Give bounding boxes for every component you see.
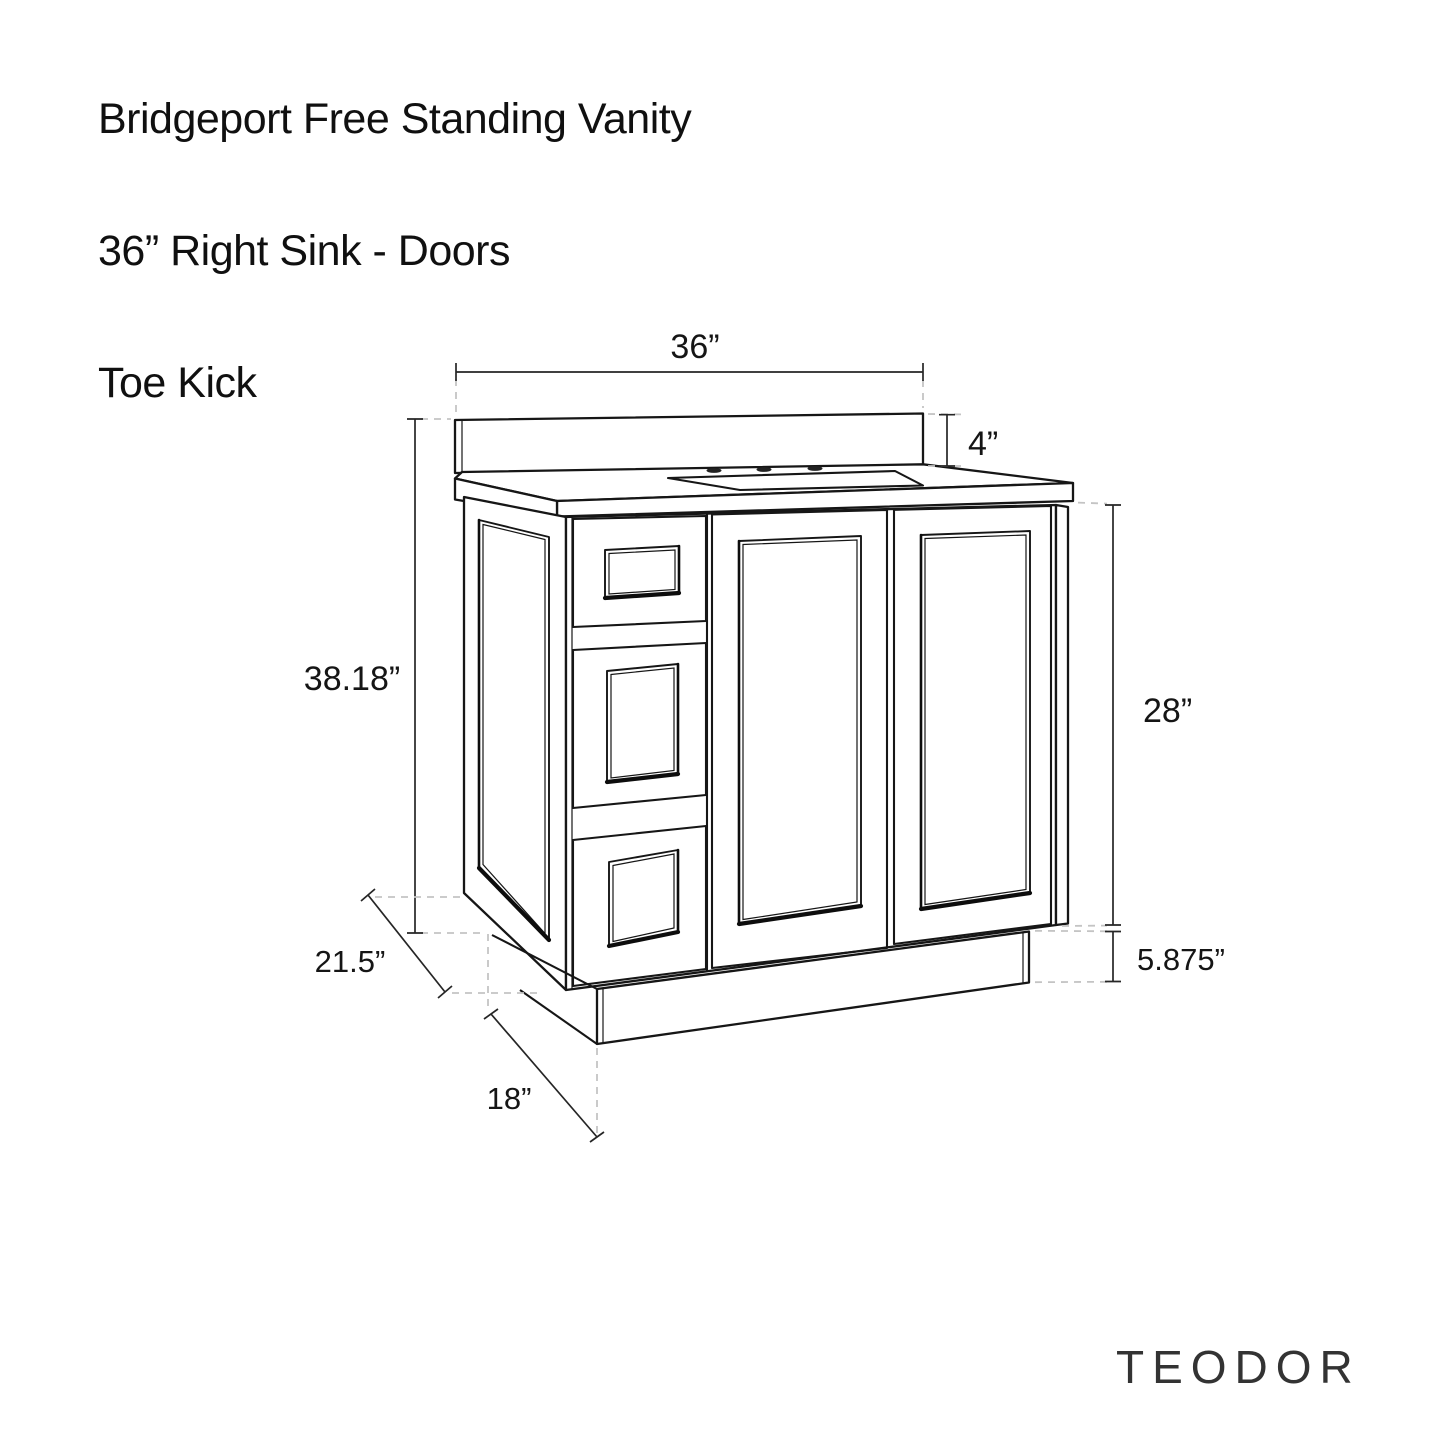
brand-logo: TEODOR (1116, 1341, 1361, 1393)
backsplash (453, 412, 925, 475)
title-line-product: Bridgeport Free Standing Vanity (98, 95, 692, 143)
title-line-option: Toe Kick (98, 359, 257, 407)
dimension-label-toekick-height: 5.875” (1137, 942, 1225, 977)
toe-kick (491, 930, 1031, 1046)
dimension-width: 36” (455, 328, 924, 413)
dimension-label-cabinet-height: 28” (1143, 692, 1192, 730)
dimension-toekick-height: 5.875” (1034, 929, 1225, 984)
dimension-toekick-depth: 18” (483, 1008, 605, 1143)
drawer-bottom (571, 824, 708, 988)
dimension-label-toekick-depth: 18” (487, 1081, 532, 1116)
sink-cutout (666, 469, 925, 492)
drawer-middle (571, 641, 708, 810)
drawer-top (571, 514, 708, 629)
vanity-outline (453, 412, 1075, 1046)
dimension-label-depth: 21.5” (315, 944, 386, 979)
dimension-backsplash: 4” (927, 413, 998, 467)
dimension-total-height: 38.18” (304, 418, 489, 1012)
drawing-title: Bridgeport Free Standing Vanity 36” Righ… (98, 86, 692, 416)
countertop (453, 463, 1075, 518)
side-panel (462, 495, 568, 992)
doors (710, 504, 1053, 970)
dimension-label-backsplash: 4” (968, 425, 998, 463)
dimension-cabinet-height: 28” (1061, 501, 1192, 927)
door-left (710, 508, 889, 970)
door-right (892, 504, 1053, 946)
dimension-depth: 21.5” (315, 888, 543, 999)
dimension-label-width: 36” (670, 328, 719, 366)
dimension-label-total-height: 38.18” (304, 660, 400, 698)
drawer-stack (571, 514, 708, 988)
dimension-annotations: 36” 4” 38.18” 28” 5.8 (304, 328, 1225, 1143)
title-line-configuration: 36” Right Sink - Doors (98, 227, 511, 275)
faucet-holes (706, 466, 823, 473)
